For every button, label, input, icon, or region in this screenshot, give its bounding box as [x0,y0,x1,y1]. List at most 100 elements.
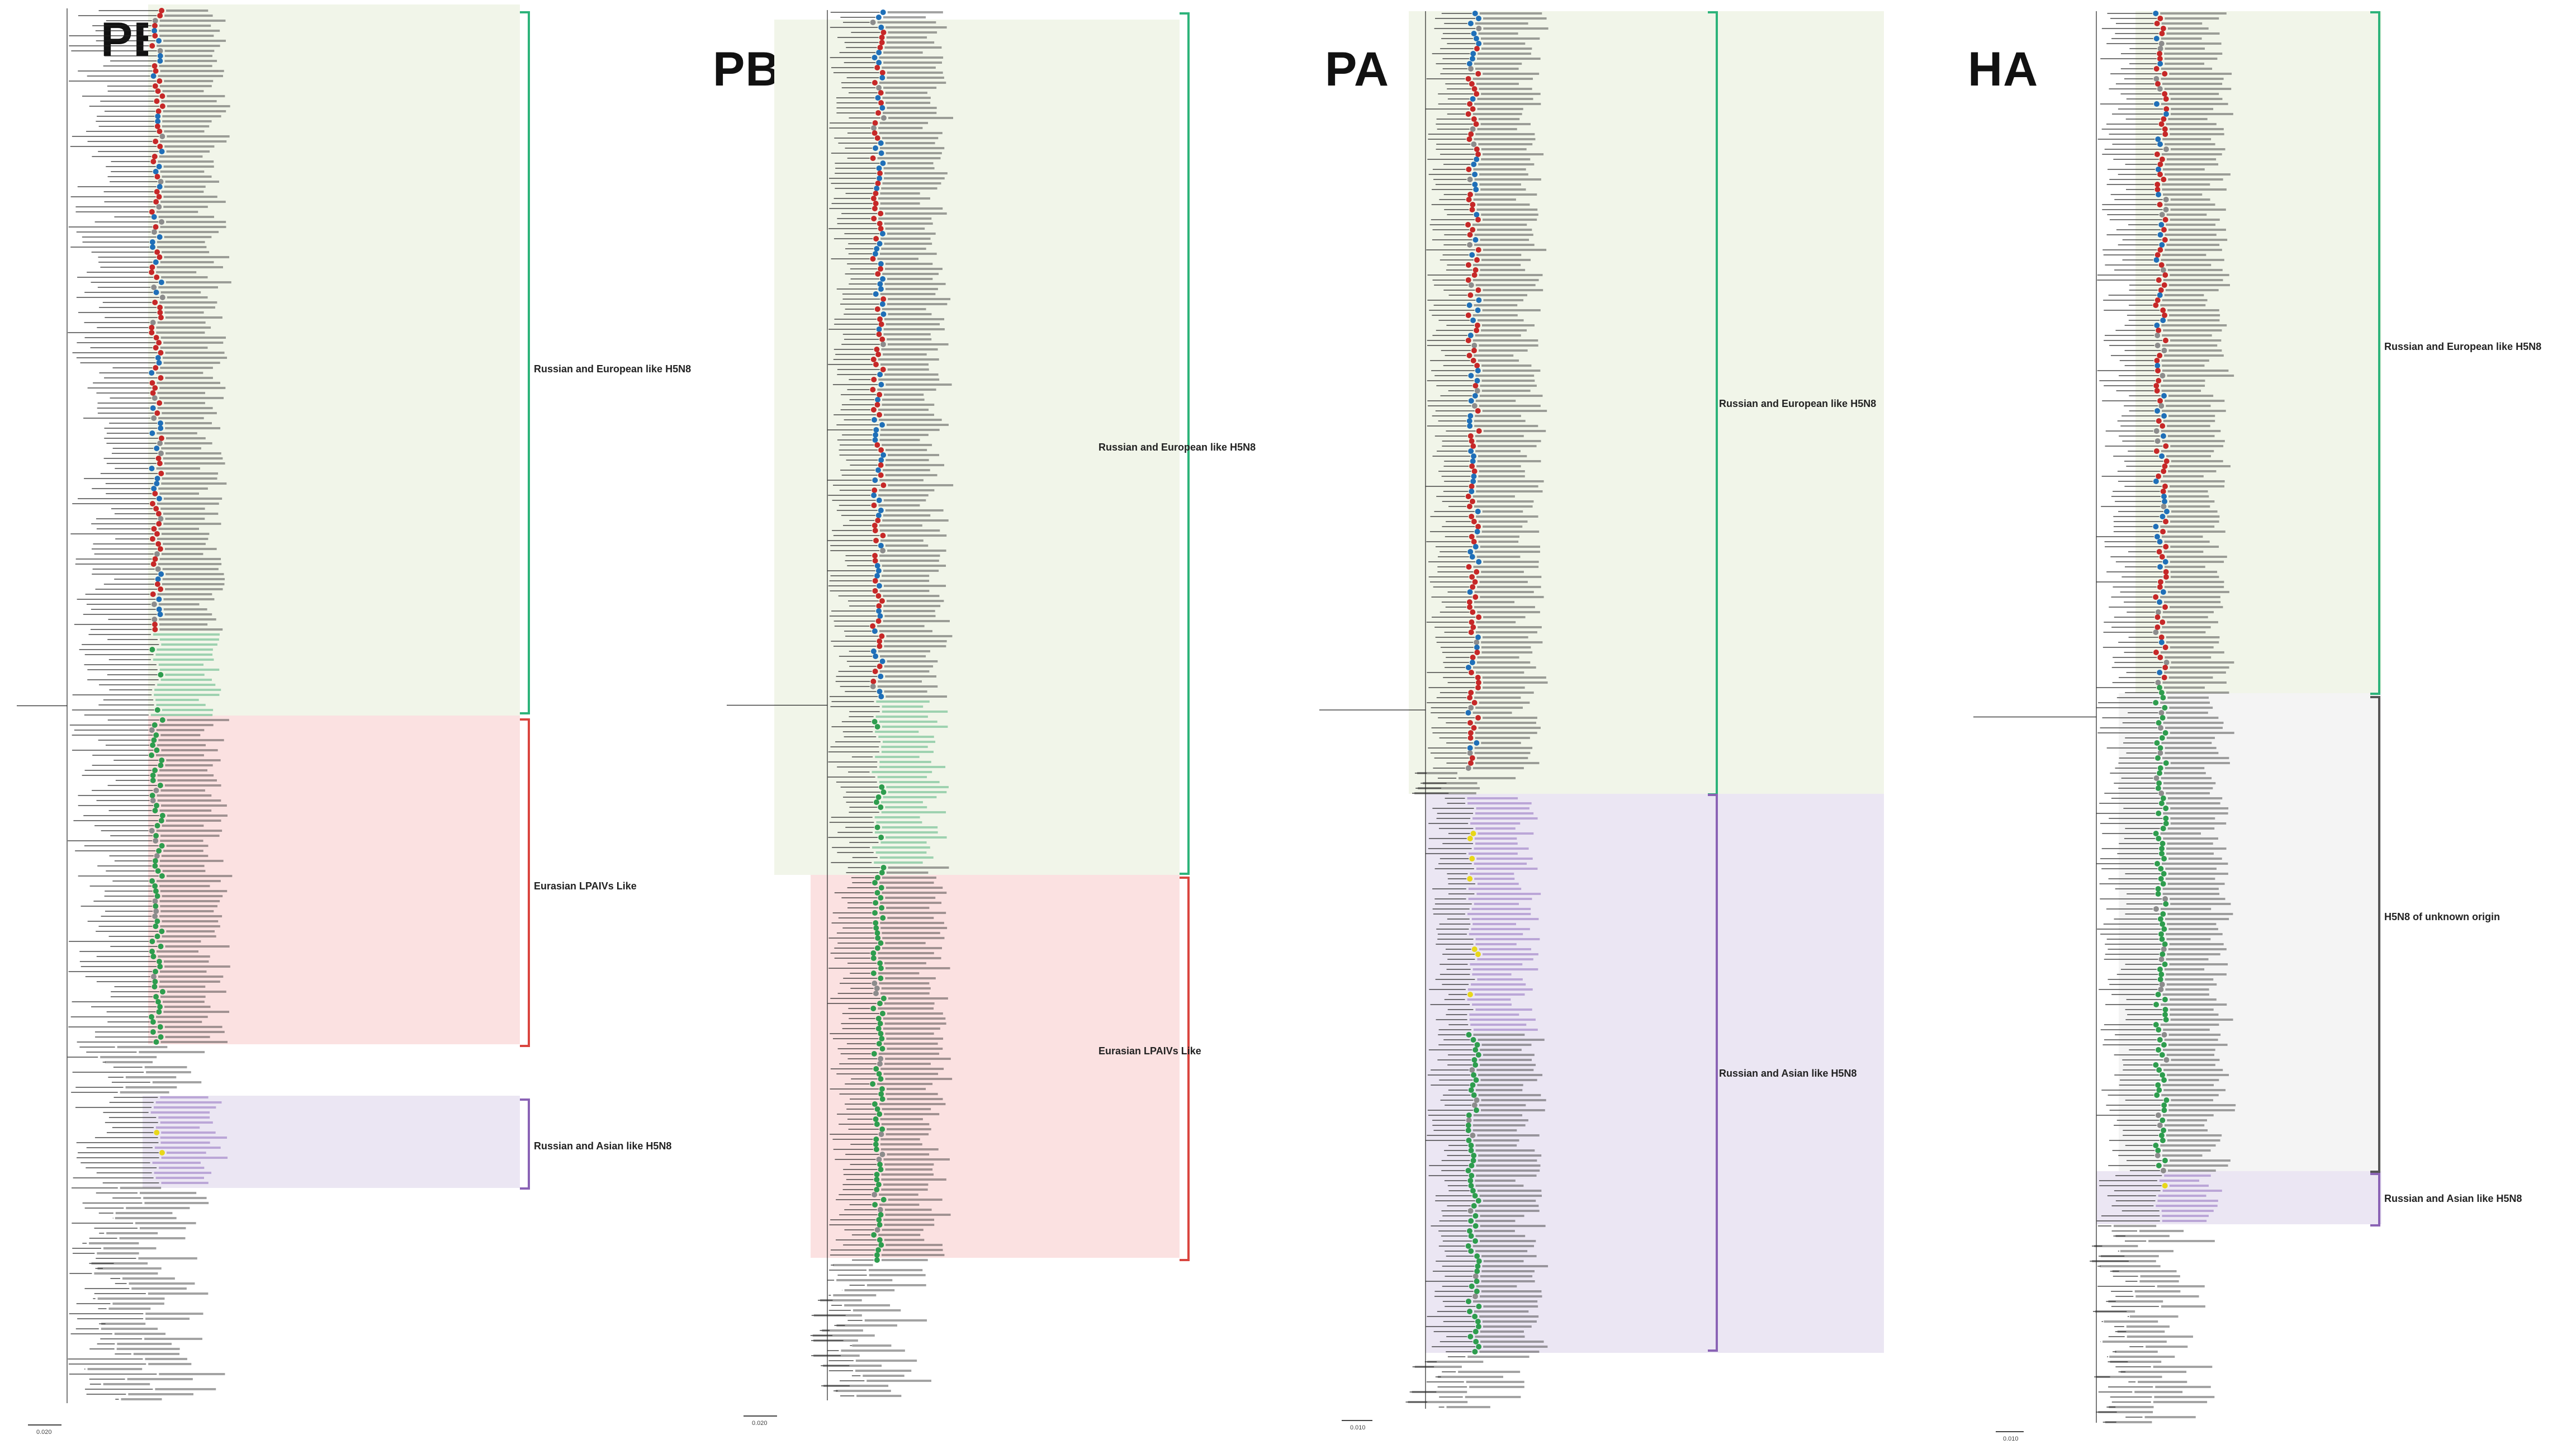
leaf-label-illegible [823,1385,889,1387]
leaf-marker [878,804,884,810]
leaf-marker [1471,343,1478,348]
leaf-marker [2162,91,2168,97]
leaf-marker [1469,56,1475,61]
leaf-label-illegible [1477,98,1533,100]
leaf-marker [2157,1123,2163,1128]
leaf-label-illegible [1474,601,1515,603]
leaf-marker [872,981,878,986]
leaf-marker [1469,1067,1475,1073]
leaf-label-illegible [2167,515,2220,518]
leaf-label-illegible [2164,671,2226,674]
leaf-label-illegible [2162,611,2214,613]
leaf-marker [1469,660,1475,665]
leaf-label-illegible [836,1279,893,1281]
leaf-label-illegible [884,1113,940,1115]
leaf-label-illegible [833,1264,873,1266]
leaf-marker [872,669,878,674]
leaf-marker [2163,458,2170,464]
leaf-label-illegible [2161,1003,2227,1006]
leaf-label-illegible [882,877,936,879]
leaf-marker [1474,1278,1480,1284]
leaf-label-illegible [2170,571,2218,573]
leaf-label-illegible [885,544,929,547]
leaf-label-illegible [1477,883,1519,885]
leaf-label-illegible [886,41,935,44]
leaf-marker [870,357,877,362]
leaf-label-illegible [2163,551,2204,553]
leaf-label-illegible [1467,988,1533,991]
leaf-marker [876,583,882,589]
leaf-marker [1470,1133,1476,1138]
leaf-label-illegible [2166,1134,2222,1137]
leaf-marker [2153,428,2160,434]
leaf-label-illegible [1479,173,1528,176]
leaf-marker [154,707,160,713]
leaf-marker [878,321,884,327]
leaf-marker [2161,504,2167,509]
leaf-marker [2155,1148,2161,1153]
leaf-label-illegible [165,588,223,590]
leaf-label-illegible [164,402,205,404]
leaf-label-illegible [2168,948,2227,950]
leaf-label-illegible [161,855,209,857]
leaf-marker [2157,599,2163,605]
leaf-label-illegible [159,493,200,495]
leaf-label-illegible [882,308,926,310]
scale-bar [28,1424,61,1426]
leaf-label-illegible [2166,792,2210,794]
leaf-label-illegible [1474,354,1514,357]
leaf-marker [1474,46,1480,51]
leaf-label-illegible [879,560,939,562]
leaf-label-illegible [1478,626,1542,628]
leaf-marker [153,838,159,844]
leaf-marker [2156,720,2162,726]
leaf-label-illegible [1471,928,1530,930]
leaf-label-illegible [2165,17,2219,20]
leaf-marker [1467,760,1474,766]
leaf-label-illegible [2168,1034,2221,1036]
leaf-label-illegible [2170,606,2223,608]
leaf-label-illegible [1475,133,1535,135]
leaf-marker [2157,564,2163,570]
leaf-marker [870,196,877,201]
leaf-label-illegible [2165,933,2223,935]
leaf-label-illegible [2169,128,2224,130]
leaf-marker [2157,232,2163,238]
leaf-label-illegible [1483,299,1524,301]
leaf-marker [156,496,162,501]
leaf-label-illegible [161,1157,228,1159]
leaf-label-illegible [881,1188,928,1191]
leaf-marker [1465,665,1471,670]
leaf-label-illegible [159,397,224,399]
leaf-label-illegible [883,605,941,607]
leaf-label-illegible [2162,370,2229,372]
leaf-marker [875,568,882,574]
leaf-label-illegible [161,276,208,278]
leaf-label-illegible [161,533,210,535]
leaf-label-illegible [881,348,938,351]
leaf-marker [2160,715,2166,721]
leaf-marker [1472,267,1479,273]
leaf-marker [1474,1253,1480,1259]
leaf-marker [1470,1158,1476,1163]
leaf-marker [1470,358,1476,363]
leaf-label-illegible [158,563,222,565]
leaf-marker [873,427,879,433]
leaf-marker [872,719,878,724]
leaf-marker [151,63,158,69]
leaf-marker [1470,609,1476,615]
leaf-marker [149,501,155,506]
leaf-label-illegible [161,100,217,102]
leaf-marker [1466,197,1472,202]
leaf-marker [2159,242,2165,248]
leaf-label-illegible [2138,1381,2187,1383]
leaf-marker [150,405,156,411]
clade-box-russian-european [774,20,1180,875]
leaf-marker [152,385,158,391]
leaf-label-illegible [1483,289,1543,291]
leaf-marker [1467,433,1474,439]
leaf-marker [158,425,164,431]
leaf-label-illegible [884,46,942,49]
leaf-label-illegible [885,897,936,899]
leaf-label-illegible [2109,1406,2154,1408]
